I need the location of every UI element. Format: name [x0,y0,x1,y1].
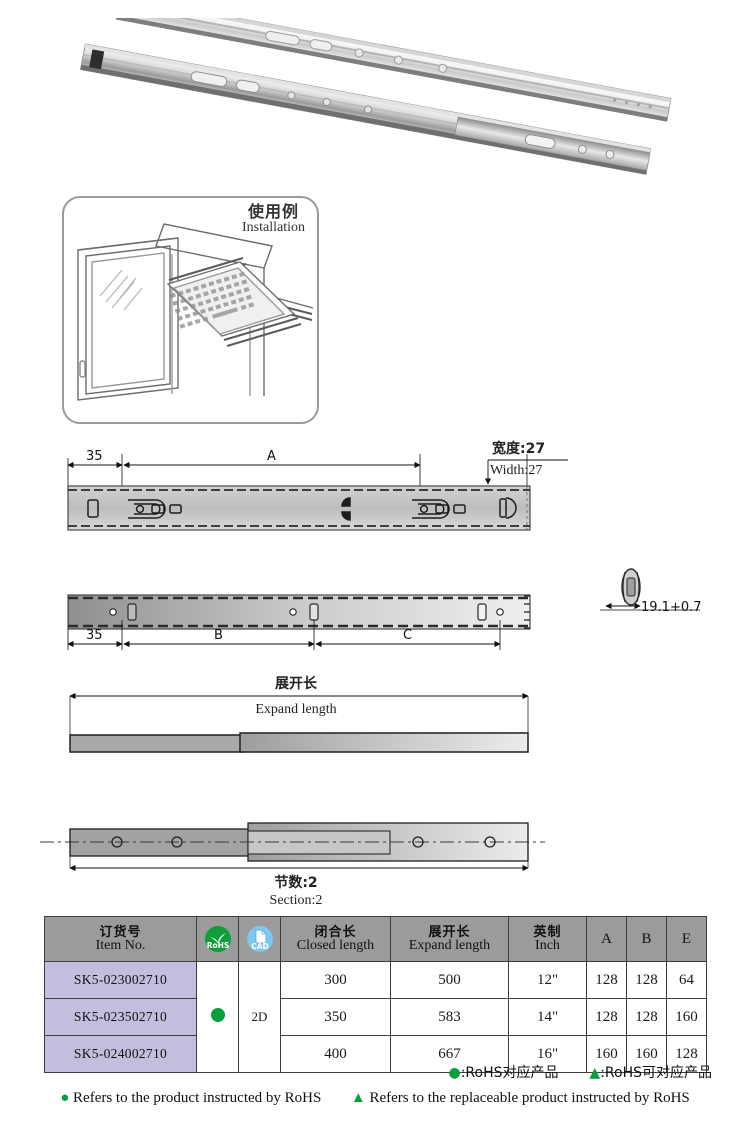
header-rohs: RoHS [196,916,239,962]
header-cad: CAD [238,916,281,962]
cell-item-no: SK5-023502710 [44,998,197,1036]
drawing-view-3: 展开长 Expand length [69,675,529,753]
installation-line-drawing [77,223,314,401]
dim-b: B [214,628,223,643]
header-item-no: 订货号 Item No. [44,916,197,962]
header-closed-length: 闭合长 Closed length [280,916,391,962]
width-label-cn: 宽度:27 [492,440,545,457]
legend-cn-triangle: ▲:RoHS可对应产品 [589,1065,712,1081]
cell-a: 128 [586,998,627,1036]
legend-cn-circle-text: :RoHS对应产品 [460,1065,559,1081]
cell-cad-type: 2D [238,961,281,1073]
drawing-view-1: 35 A 宽度:27 Width:27 [67,440,568,531]
cell-expand-length: 667 [390,1035,509,1073]
header-inch: 英制 Inch [508,916,587,962]
cell-b: 128 [626,961,667,999]
cell-inch: 14" [508,998,587,1036]
table-header-row: 订货号 Item No. RoHS [44,916,707,962]
cell-rohs-mark [196,961,239,1073]
cell-item-no: SK5-023002710 [44,961,197,999]
legend-circle-glyph-en: ● [60,1090,70,1106]
cell-e: 128 [666,1035,707,1073]
header-expand-length: 展开长 Expand length [390,916,509,962]
header-a: A [586,916,627,962]
installation-label: 使用例 Installation [242,202,305,235]
cell-e: 64 [666,961,707,999]
legend-english: ● Refers to the product instructed by Ro… [0,1090,750,1107]
legend-circle-glyph-cn: ● [448,1065,461,1081]
drawing-side-section: 19.1+0.7 [600,568,702,615]
installation-illustration: 使用例 Installation [62,196,319,424]
width-label-en: Width:27 [490,463,542,478]
dim-35-view2: 35 [86,628,103,643]
cell-b: 160 [626,1035,667,1073]
dim-35-view1: 35 [86,449,103,464]
cell-b: 128 [626,998,667,1036]
installation-title-en: Installation [242,219,305,235]
spec-table-container: 订货号 Item No. RoHS [44,916,707,1073]
spec-table: 订货号 Item No. RoHS [44,916,707,1073]
dim-thickness: 19.1+0.7 [641,600,702,615]
header-e: E [666,916,707,962]
cad-badge-icon: CAD [246,926,273,952]
rohs-badge-icon: RoHS [204,926,231,952]
legend-triangle-glyph-cn: ▲ [589,1065,601,1081]
product-photo [55,18,715,193]
svg-text:RoHS: RoHS [206,941,229,950]
dim-c: C [403,628,412,643]
expand-length-label-cn: 展开长 [275,675,318,692]
cell-expand-length: 583 [390,998,509,1036]
legend-cn-triangle-text: :RoHS可对应产品 [600,1065,712,1081]
cell-inch: 12" [508,961,587,999]
legend-chinese: ●:RoHS对应产品 ▲:RoHS可对应产品 [0,1062,713,1082]
svg-text:CAD: CAD [251,942,269,951]
cell-closed-length: 350 [280,998,391,1036]
cell-expand-length: 500 [390,961,509,999]
cell-a: 128 [586,961,627,999]
section-label-cn: 节数:2 [274,874,317,891]
cell-a: 160 [586,1035,627,1073]
cell-e: 160 [666,998,707,1036]
drawing-view-4: 节数:2 Section:2 [40,822,545,908]
cell-closed-length: 400 [280,1035,391,1073]
drawing-view-2: 35 B C [67,594,531,650]
cell-inch: 16" [508,1035,587,1073]
section-label-en: Section:2 [270,893,323,908]
table-row[interactable]: SK5-023502710 350 583 14" 128 128 160 [44,998,707,1036]
rohs-dot-icon [210,1007,225,1022]
legend-en-triangle-text: Refers to the replaceable product instru… [369,1090,690,1106]
cell-closed-length: 300 [280,961,391,999]
expand-length-label-en: Expand length [255,702,336,717]
table-row[interactable]: SK5-023002710 2D 300 500 12" 128 128 64 [44,961,707,1073]
installation-title-cn: 使用例 [247,202,299,221]
table-row[interactable]: SK5-024002710 400 667 16" 160 160 128 [44,1035,707,1073]
legend-cn-circle: ●:RoHS对应产品 [449,1065,559,1081]
cell-item-no: SK5-024002710 [44,1035,197,1073]
technical-drawings: 35 A 宽度:27 Width:27 [0,432,750,922]
legend-en-circle-text: Refers to the product instructed by RoHS [73,1090,322,1106]
legend-triangle-glyph-en: ▲ [350,1090,366,1106]
dim-a-view1: A [267,449,276,464]
header-b: B [626,916,667,962]
